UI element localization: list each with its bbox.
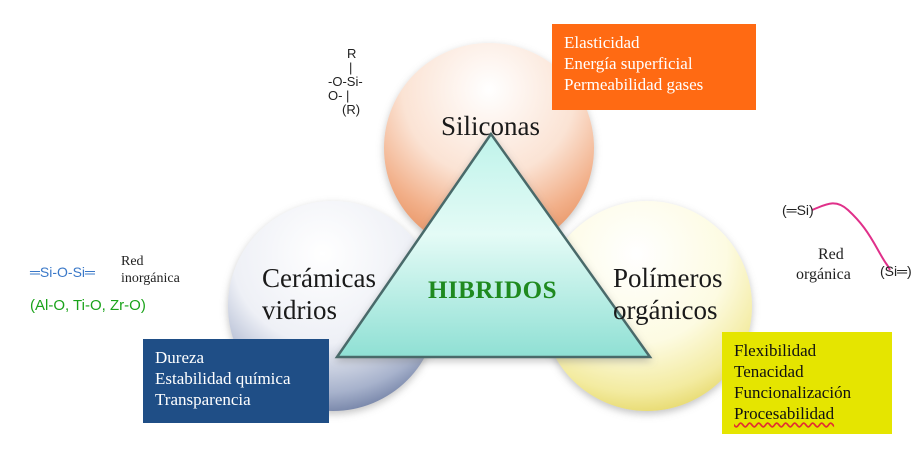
inorganic-label-line1: Red <box>121 254 144 269</box>
organic-label-line2: orgánica <box>796 266 851 283</box>
property-line: Elasticidad <box>564 33 640 52</box>
label-ceramicas-line2: vidrios <box>262 295 338 325</box>
property-line: Procesabilidad <box>734 404 835 423</box>
label-siliconas: Siliconas <box>441 111 540 141</box>
inorganic-label-line2: inorgánica <box>121 271 180 286</box>
center-label-hibridos: HIBRIDOS <box>428 277 558 304</box>
organic-chain-curve <box>811 202 891 271</box>
box-siliconas-properties: Elasticidad Energía superficial Permeabi… <box>552 24 756 110</box>
property-line: Flexibilidad <box>734 341 817 360</box>
property-line: Tenacidad <box>734 362 804 381</box>
label-polimeros: Polímeros orgánicos <box>613 262 723 326</box>
formula-o-si: -O-Si- <box>328 74 363 89</box>
label-polimeros-line2: orgánicos <box>613 295 718 325</box>
formula-o-bond: O- | <box>328 88 350 103</box>
circle-polimeros <box>542 201 752 411</box>
property-line: Transparencia <box>155 390 251 409</box>
label-polimeros-line1: Polímeros <box>613 263 723 293</box>
property-line: Energía superficial <box>564 54 693 73</box>
organic-end: (Si═) <box>880 263 912 279</box>
inorganic-formula: ═Si-O-Si═ <box>30 264 95 280</box>
organic-label: Red orgánica <box>796 245 851 285</box>
inorganic-label: Red inorgánica <box>121 253 180 287</box>
property-line: Dureza <box>155 348 205 367</box>
property-line: Estabilidad química <box>155 369 291 388</box>
formula-bond-top: | <box>349 60 353 75</box>
organic-start: (═Si) <box>782 202 814 218</box>
center-triangle <box>334 131 653 359</box>
property-line: Permeabilidad gases <box>564 75 704 94</box>
label-ceramicas-line1: Cerámicas <box>262 263 376 293</box>
formula-r: R <box>347 46 357 61</box>
box-ceramicas-properties: Dureza Estabilidad química Transparencia <box>143 339 329 423</box>
organic-label-line1: Red <box>818 246 844 263</box>
property-line: Funcionalización <box>734 383 852 402</box>
inorganic-oxides: (Al-O, Ti-O, Zr-O) <box>30 297 146 314</box>
formula-r-paren: (R) <box>342 102 361 117</box>
label-ceramicas: Cerámicas vidrios <box>262 262 376 326</box>
box-polimeros-properties: Flexibilidad Tenacidad Funcionalización … <box>722 332 892 434</box>
